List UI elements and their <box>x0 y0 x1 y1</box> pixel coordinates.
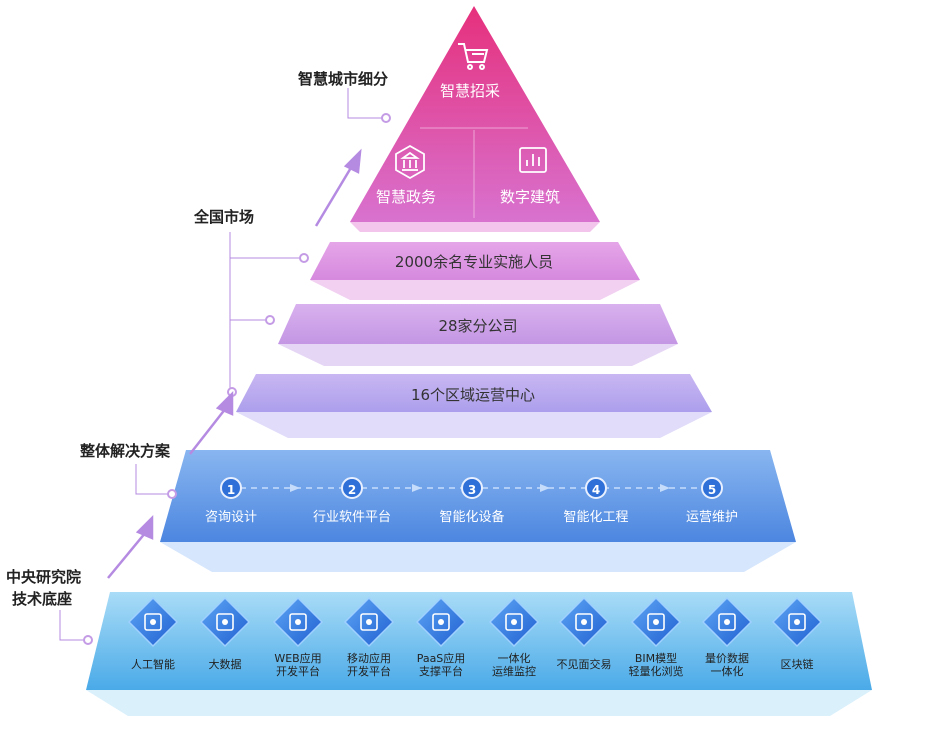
label-national-market: 全国市场 <box>194 208 255 226</box>
tech-item-label: 移动应用开发平台 <box>329 652 409 678</box>
tech-item-line1: 量价数据 <box>705 652 749 665</box>
step-number-1: 1 <box>220 477 242 499</box>
connector-research <box>59 610 88 641</box>
step-number-3: 3 <box>461 477 483 499</box>
tech-item-line2: 一体化 <box>710 665 744 678</box>
tier-staff-label: 2000余名专业实施人员 <box>394 253 554 271</box>
mobile-app-icon <box>343 596 395 648</box>
step-number-4: 4 <box>585 477 607 499</box>
step-label-4: 智能化工程 <box>563 510 629 525</box>
tech-item-line2: 开发平台 <box>347 665 391 678</box>
label-research-2: 技术底座 <box>12 590 73 608</box>
tech-item-label: WEB应用开发平台 <box>258 652 338 678</box>
step-label-3: 智能化设备 <box>439 510 505 525</box>
tech-item-label: 量价数据一体化 <box>687 652 767 678</box>
tech-item-line2: 支撑平台 <box>419 665 463 678</box>
cloud-data-icon <box>199 596 251 648</box>
tech-item-line1: 不见面交易 <box>556 658 612 671</box>
tech-item-line2: 轻量化浏览 <box>628 665 684 678</box>
tech-item-label: 大数据 <box>185 658 265 671</box>
label-solution: 整体解决方案 <box>80 442 171 460</box>
label-research-1: 中央研究院 <box>6 568 82 586</box>
connector-smart-city <box>347 88 386 119</box>
step-number-5: 5 <box>701 477 723 499</box>
tech-item-label: 区块链 <box>757 658 837 671</box>
tech-item-line1: PaaS应用 <box>416 652 466 665</box>
tech-item-label: 不见面交易 <box>544 658 624 671</box>
tier-branches-label: 28家分公司 <box>438 317 518 335</box>
monitor-icon <box>488 596 540 648</box>
tech-item-label: PaaS应用支撑平台 <box>401 652 481 678</box>
tech-item-label: 一体化运维监控 <box>474 652 554 678</box>
step-label-1: 咨询设计 <box>204 510 257 525</box>
tech-item-label: BIM模型轻量化浏览 <box>616 652 696 678</box>
layers-icon <box>701 596 753 648</box>
tech-item-line1: 区块链 <box>780 658 814 671</box>
step-label-2: 行业软件平台 <box>312 510 391 525</box>
apex-triangle <box>350 6 600 222</box>
tech-item-line1: BIM模型 <box>634 652 678 665</box>
tier-centers-label: 16个区域运营中心 <box>410 386 536 404</box>
tech-item-line1: WEB应用 <box>274 652 322 665</box>
label-smart-city: 智慧城市细分 <box>298 70 389 88</box>
apex-label-gov: 智慧政务 <box>376 188 437 206</box>
tech-item-line1: 移动应用 <box>347 652 391 665</box>
chart-icon <box>519 147 547 173</box>
tier-branches-band <box>278 304 678 344</box>
tech-item-line2: 运维监控 <box>492 665 536 678</box>
tier-staff-band <box>310 242 640 280</box>
tech-item-label: 人工智能 <box>113 658 193 671</box>
tech-item-line1: 一体化 <box>497 652 531 665</box>
blockchain-icon <box>771 596 823 648</box>
cart-icon <box>458 43 489 70</box>
tech-item-line1: 大数据 <box>208 658 242 671</box>
tech-item-line1: 人工智能 <box>131 658 175 671</box>
connector-solution <box>135 464 172 495</box>
tier-centers-band <box>236 374 712 412</box>
step-label-5: 运营维护 <box>685 510 738 525</box>
step-number-2: 2 <box>341 477 363 499</box>
robot-icon <box>127 596 179 648</box>
government-icon <box>395 144 425 180</box>
paas-icon <box>415 596 467 648</box>
bim-model-icon <box>630 596 682 648</box>
tech-item-line2: 开发平台 <box>276 665 320 678</box>
web-window-icon <box>272 596 324 648</box>
no-meet-trade-icon <box>558 596 610 648</box>
apex-label-building: 数字建筑 <box>500 188 561 206</box>
apex-label-procurement: 智慧招采 <box>440 82 501 100</box>
